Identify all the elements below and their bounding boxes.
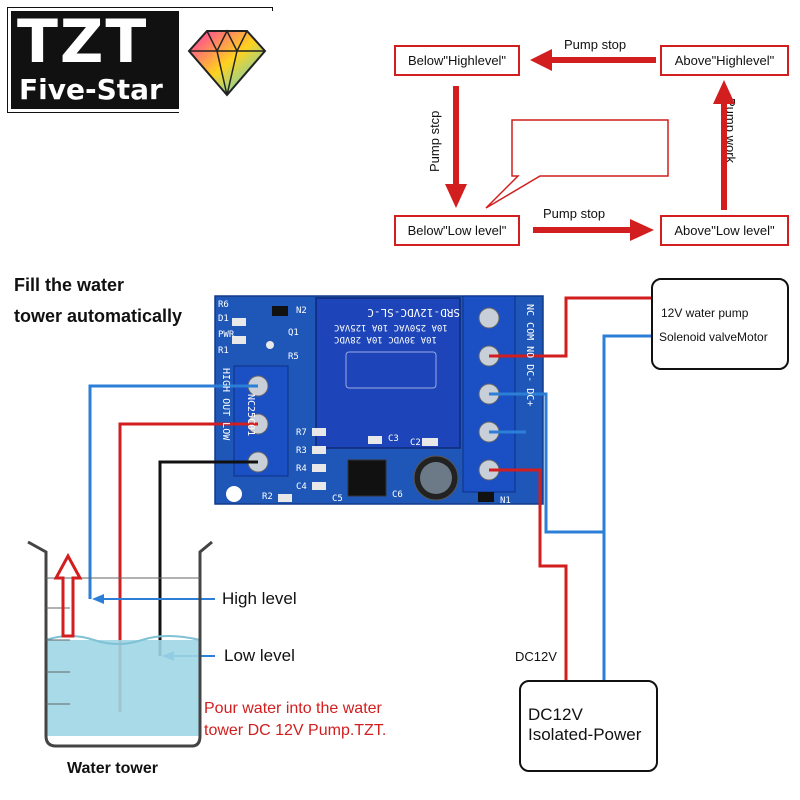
heading-line-1: Fill the water bbox=[14, 275, 125, 295]
flow-label-pump-work: Pump work bbox=[723, 98, 738, 164]
relay-model-text: SRD-12VDC-SL-C bbox=[367, 306, 460, 319]
fill-up-arrow-icon bbox=[53, 552, 83, 638]
high-level-label: High level bbox=[222, 589, 297, 608]
pcb-silk-label: R1 bbox=[218, 346, 229, 356]
logo-text-big: TZT bbox=[17, 7, 149, 77]
low-level-label: Low level bbox=[224, 646, 295, 665]
flow-box-above-high: Above"Highlevel" bbox=[660, 45, 789, 76]
red-note: Pour water into the water tower DC 12V P… bbox=[204, 698, 386, 742]
left-terminal-labels: HIGH OUT LOW bbox=[220, 368, 231, 441]
blue-wires bbox=[88, 334, 651, 680]
pcb-silk-label: Q1 bbox=[288, 328, 299, 338]
board-name-text: NC25C01 bbox=[245, 394, 256, 437]
right-terminal-labels: NC COM NO DC- DC+ bbox=[524, 304, 535, 407]
pcb-silk-label: N1 bbox=[500, 496, 511, 506]
flow-box-below-high: Below"Highlevel" bbox=[394, 45, 520, 76]
flow-arrow-top bbox=[530, 49, 656, 71]
pcb-silk-label: R4 bbox=[296, 464, 307, 474]
flow-label-pump-stop-bottom: Pump stop bbox=[543, 206, 606, 221]
callout-line-1: Pour water bbox=[523, 122, 630, 147]
pcb-silk-label: C6 bbox=[392, 490, 403, 500]
flow-label-pump-stcp: Pump stcp bbox=[427, 110, 442, 172]
logo-diamond-background bbox=[179, 11, 275, 115]
flow-label-pump-stop-top: Pump stop bbox=[564, 37, 627, 52]
callout-line-2: into the wate bbox=[523, 144, 648, 169]
pcb-silk-label: R6 bbox=[218, 300, 229, 310]
brand-logo: TZT Five-Star bbox=[7, 7, 275, 115]
pcb-silk-label: N2 bbox=[296, 306, 307, 316]
power-box-text: DC12V Isolated-Power bbox=[528, 705, 641, 745]
water-tower-beaker bbox=[27, 540, 213, 748]
pcb-silk-label: D1 bbox=[218, 314, 229, 324]
pcb-silk-label: C3 bbox=[388, 434, 399, 444]
pcb-silk-label: C5 bbox=[332, 494, 343, 504]
relay-spec-1: 10A 250VAC 10A 125VAC bbox=[334, 322, 448, 332]
red-note-line-2: tower DC 12V Pump.TZT. bbox=[204, 722, 387, 739]
relay-spec-2: 10A 30VDC 10A 28VDC bbox=[334, 334, 437, 344]
water-tower-caption: Water tower bbox=[67, 760, 158, 777]
red-note-line-1: Pour water into the water bbox=[204, 700, 382, 717]
red-wires bbox=[118, 296, 651, 712]
low-level-pointer bbox=[162, 651, 215, 661]
flow-arrow-bottom bbox=[533, 219, 654, 241]
power-box-line-2: Isolated-Power bbox=[528, 725, 642, 744]
pcb-silk-label: R5 bbox=[288, 352, 299, 362]
load-box bbox=[651, 278, 789, 370]
load-label-solenoid: Solenoid valveMotor bbox=[659, 330, 768, 344]
pcb-silk-label: C2 bbox=[410, 438, 421, 448]
pcb-silk-label: R2 bbox=[262, 492, 273, 502]
logo-text-small: Five-Star bbox=[19, 73, 163, 106]
pcb-silk-label: C4 bbox=[296, 482, 307, 492]
power-box-line-1: DC12V bbox=[528, 705, 583, 724]
power-box bbox=[519, 680, 658, 772]
flow-arrow-left bbox=[445, 86, 467, 208]
flow-box-below-low: Below"Low level" bbox=[394, 215, 520, 246]
black-wire bbox=[158, 460, 258, 656]
heading: Fill the water tower automatically bbox=[14, 270, 182, 332]
load-label-pump: 12V water pump bbox=[661, 306, 749, 320]
wire-label-dc12v: DC12V bbox=[515, 649, 557, 664]
callout-text: Pour water into the wate bbox=[523, 124, 648, 168]
pcb-silk-label: PWR bbox=[218, 330, 235, 340]
flow-box-above-low: Above"Low level" bbox=[660, 215, 789, 246]
pcb-silk-label: R3 bbox=[296, 446, 307, 456]
diamond-icon bbox=[187, 29, 267, 97]
pcb-silk-label: R7 bbox=[296, 428, 307, 438]
high-level-pointer bbox=[92, 594, 215, 604]
heading-line-2: tower automatically bbox=[14, 306, 183, 326]
